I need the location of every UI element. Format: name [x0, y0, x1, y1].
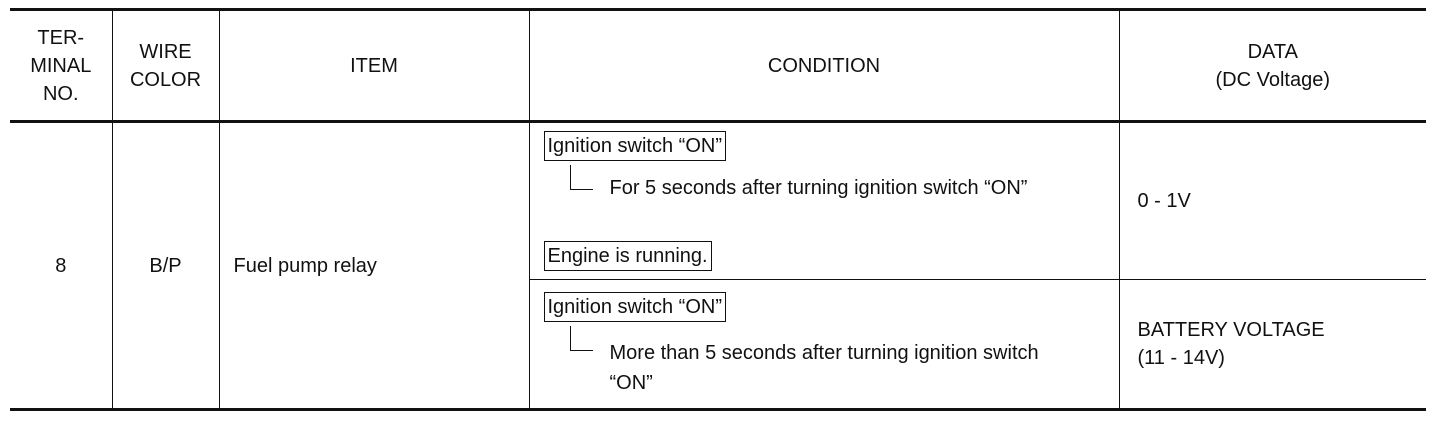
- table-row: 8 B/P Fuel pump relay Ignition switch “O…: [10, 121, 1426, 410]
- item-cell: Fuel pump relay: [218, 121, 530, 410]
- connector-line: [569, 165, 593, 190]
- ignition-switch-box: Ignition switch “ON”: [543, 292, 726, 322]
- condition-detail: For 5 seconds after turning ignition swi…: [609, 177, 1028, 199]
- engine-running-box: Engine is running.: [543, 241, 712, 271]
- header-terminal-no: TER- MINAL NO.: [10, 9, 113, 122]
- terminal-number-cell: 8: [10, 121, 113, 410]
- data-cell-2: BATTERY VOLTAGE (11 - 14V): [1118, 279, 1426, 410]
- header-item: ITEM: [218, 9, 530, 122]
- table-header-row: TER- MINAL NO. WIRE COLOR ITEM CONDITION…: [10, 9, 1426, 122]
- header-condition: CONDITION: [528, 9, 1120, 122]
- terminal-spec-table: TER- MINAL NO. WIRE COLOR ITEM CONDITION…: [10, 8, 1426, 411]
- wire-color-cell: B/P: [111, 121, 220, 410]
- ignition-switch-box: Ignition switch “ON”: [543, 131, 726, 161]
- connector-line: [569, 326, 593, 351]
- header-data: DATA (DC Voltage): [1118, 9, 1426, 122]
- condition-detail: More than 5 seconds after turning igniti…: [609, 342, 1039, 394]
- table-row: Ignition switch “ON” More than 5 seconds…: [10, 279, 1426, 410]
- data-cell-1: 0 - 1V: [1118, 121, 1426, 280]
- condition-cell-2: Ignition switch “ON” More than 5 seconds…: [529, 279, 1120, 410]
- condition-cell-1: Ignition switch “ON” For 5 seconds after…: [528, 121, 1120, 280]
- header-wire-color: WIRE COLOR: [111, 9, 220, 122]
